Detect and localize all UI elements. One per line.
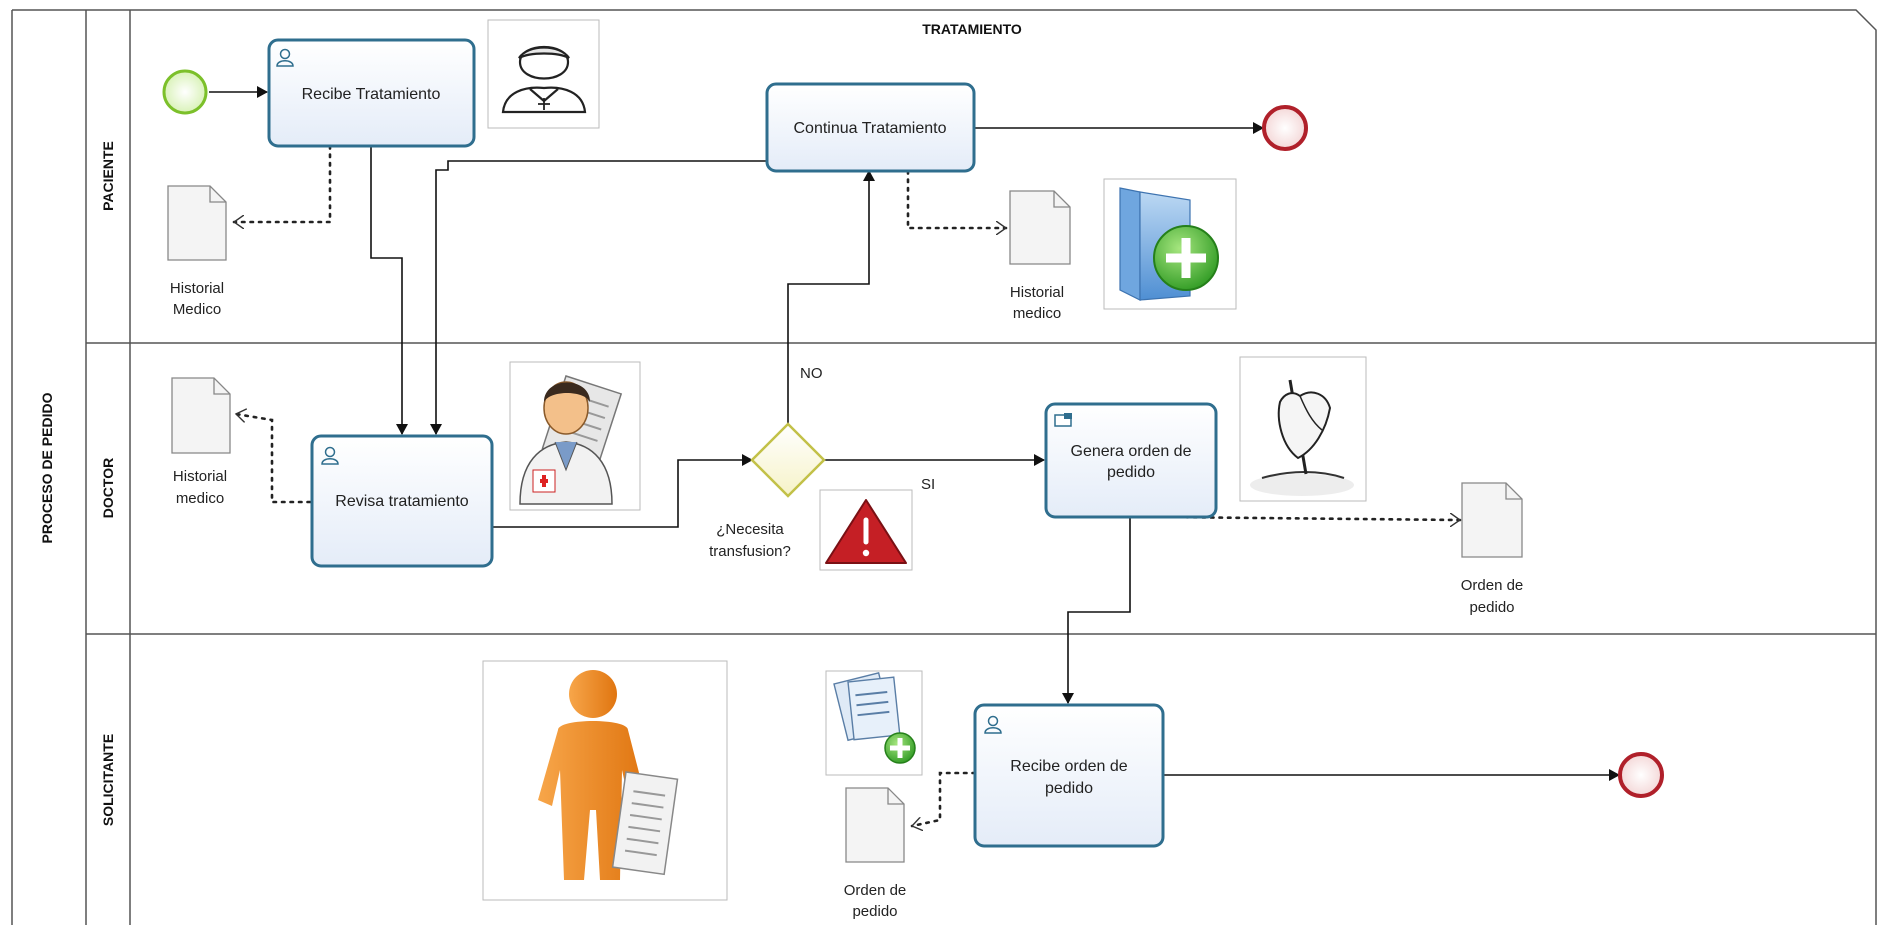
data-label-line1: Historial bbox=[1010, 284, 1064, 301]
gateway-question-line2: transfusion? bbox=[709, 543, 791, 560]
lane-label-solicitante: SOLICITANTE bbox=[100, 734, 116, 826]
exclusive-gateway[interactable] bbox=[750, 422, 826, 498]
assoc-continua-historial bbox=[906, 169, 1008, 228]
gateway-question-line1: ¿Necesita bbox=[716, 521, 784, 538]
lane-label-doctor: DOCTOR bbox=[100, 458, 116, 518]
signing-image bbox=[1239, 356, 1367, 502]
data-object-historial-continua[interactable]: Historial medico bbox=[1009, 190, 1071, 322]
assoc-revisa-historial bbox=[234, 414, 312, 504]
user-icon bbox=[276, 48, 294, 67]
end-event-paciente[interactable] bbox=[1262, 105, 1308, 151]
data-label-line1: Orden de bbox=[1461, 577, 1524, 594]
task-label-line1: Recibe orden de bbox=[1010, 758, 1128, 775]
data-object-historial-paciente[interactable]: Historial Medico bbox=[167, 185, 227, 318]
data-label-line1: Historial bbox=[173, 468, 227, 485]
flow-revisa-to-gateway bbox=[492, 454, 753, 528]
user-icon bbox=[984, 715, 1002, 734]
data-label-line2: pedido bbox=[1469, 599, 1514, 616]
data-label-line1: Orden de bbox=[844, 882, 907, 899]
pool-title: TRATAMIENTO bbox=[922, 21, 1022, 37]
task-label-line2: pedido bbox=[1045, 780, 1093, 797]
end-event-solicitante[interactable] bbox=[1618, 752, 1664, 798]
task-label: Revisa tratamiento bbox=[335, 493, 468, 510]
task-genera-orden-pedido[interactable]: Genera orden de pedido bbox=[1044, 402, 1218, 519]
data-label-line1: Historial bbox=[170, 280, 224, 297]
task-revisa-tratamiento[interactable]: Revisa tratamiento bbox=[310, 434, 494, 568]
warning-image bbox=[819, 489, 913, 571]
flow-continua-to-revisa bbox=[430, 160, 767, 435]
flow-genera-to-recibe-orden bbox=[1062, 517, 1131, 704]
pool-frame bbox=[11, 9, 1877, 925]
task-recibe-tratamiento[interactable]: Recibe Tratamiento bbox=[267, 38, 476, 148]
start-event[interactable] bbox=[162, 69, 208, 115]
gateway-si-label: SI bbox=[921, 476, 935, 493]
folder-add-image bbox=[1103, 178, 1237, 310]
data-label-line2: pedido bbox=[852, 903, 897, 920]
task-label-line1: Genera orden de bbox=[1071, 443, 1192, 460]
assoc-recibe-historial bbox=[232, 144, 332, 222]
task-label-line2: pedido bbox=[1107, 464, 1155, 481]
gateway-no-label: NO bbox=[800, 365, 823, 382]
task-label: Recibe Tratamiento bbox=[302, 86, 441, 103]
doctor-image bbox=[509, 361, 641, 511]
data-object-historial-doctor[interactable]: Historial medico bbox=[171, 377, 231, 507]
person-document-image bbox=[482, 660, 728, 901]
data-label-line2: Medico bbox=[173, 301, 221, 318]
pool-label: PROCESO DE PEDIDO bbox=[39, 392, 55, 543]
task-continua-tratamiento[interactable]: Continua Tratamiento bbox=[765, 82, 976, 173]
data-object-orden-solicitante[interactable]: Orden de pedido bbox=[844, 787, 907, 920]
data-object-orden-doctor[interactable]: Orden de pedido bbox=[1461, 482, 1524, 616]
sequence-flows bbox=[209, 86, 1620, 781]
patient-image bbox=[487, 19, 600, 129]
send-icon bbox=[1054, 413, 1072, 427]
data-label-line2: medico bbox=[1013, 305, 1061, 322]
flow-gateway-no bbox=[787, 170, 875, 424]
task-label: Continua Tratamiento bbox=[794, 120, 947, 137]
assoc-recibe-orden bbox=[910, 771, 977, 826]
flow-recibe-to-revisa bbox=[370, 146, 408, 435]
user-icon bbox=[321, 446, 339, 465]
task-recibe-orden-pedido[interactable]: Recibe orden de pedido bbox=[973, 703, 1165, 848]
data-label-line2: medico bbox=[176, 490, 224, 507]
documents-add-image bbox=[825, 670, 923, 776]
lane-label-paciente: PACIENTE bbox=[100, 141, 116, 211]
